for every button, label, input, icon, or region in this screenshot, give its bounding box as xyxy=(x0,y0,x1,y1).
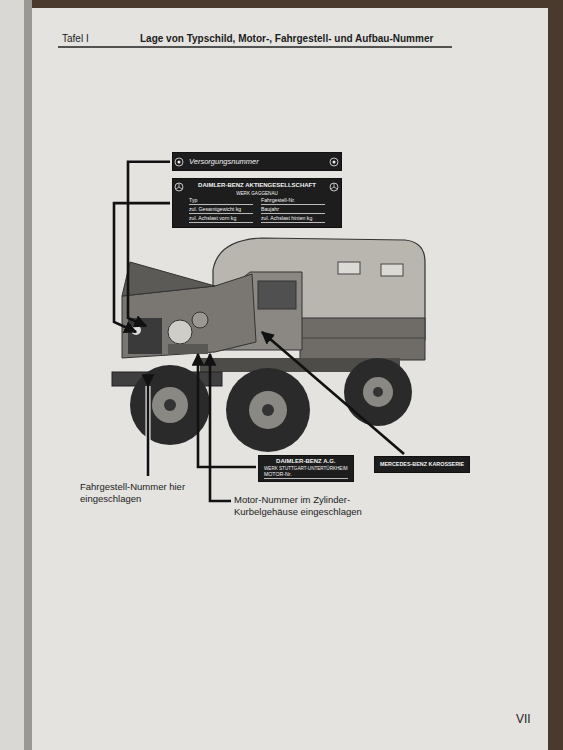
rivet-symbol xyxy=(174,157,184,167)
number-plate: Versorgungsnummer xyxy=(172,152,342,171)
star-symbol xyxy=(174,182,184,192)
callout-text: Fahrgestell-Nummer hier eingeschlagen xyxy=(80,481,200,506)
leader-line xyxy=(210,354,231,501)
leader-halo xyxy=(146,386,151,476)
leader-line xyxy=(114,203,170,332)
plate-text: MERCEDES-BENZ KAROSSERIE xyxy=(380,461,464,468)
symbol-star xyxy=(176,184,182,190)
plate-text: Fahrgestell-Nr. xyxy=(261,197,325,205)
number-plate: DAIMLER-BENZ A.G.WERK STUTTGART-UNTERTÜR… xyxy=(258,455,354,482)
plate-text: zul. Gesamtgewicht kg xyxy=(189,206,253,214)
rivet-symbol xyxy=(329,157,339,167)
plate-text: MOTOR-Nr. xyxy=(264,471,348,479)
symbol-ring xyxy=(175,183,183,191)
plate-text: DAIMLER-BENZ AKTIENGESELLSCHAFT xyxy=(189,182,325,190)
leader-line xyxy=(262,332,404,454)
leader-line xyxy=(128,162,170,326)
plate-text: Versorgungsnummer xyxy=(189,157,325,166)
symbol-star xyxy=(331,184,337,190)
plate-text: zul. Achslast hinten kg xyxy=(261,215,325,223)
symbol-ring xyxy=(175,158,183,166)
page-number: VII xyxy=(516,712,531,728)
plate-text: WERK GAGGENAU xyxy=(189,191,325,197)
header-rule xyxy=(58,46,452,48)
plate-text: Typ xyxy=(189,197,253,205)
symbol-ring xyxy=(330,183,338,191)
star-symbol xyxy=(329,182,339,192)
callout-text: Motor-Nummer im Zylinder-Kurbelgehäuse e… xyxy=(234,494,384,519)
plate-text: DAIMLER-BENZ A.G. xyxy=(264,458,348,466)
leader-lines xyxy=(148,354,256,501)
paper-page xyxy=(32,8,548,750)
number-plate: DAIMLER-BENZ AKTIENGESELLSCHAFTWERK GAGG… xyxy=(172,178,342,228)
symbol-ring xyxy=(330,158,338,166)
symbol-dot xyxy=(178,160,181,163)
truck-drawing xyxy=(112,238,425,452)
leader-line xyxy=(198,354,256,467)
plate-text: Baujahr xyxy=(261,206,325,214)
binding-shadow xyxy=(24,0,32,750)
plate-number: Tafel I xyxy=(62,32,89,45)
number-plate: MERCEDES-BENZ KAROSSERIE xyxy=(374,456,470,473)
symbol-dot xyxy=(333,160,336,163)
page-title: Lage von Typschild, Motor-, Fahrgestell-… xyxy=(140,32,433,45)
leader-line xyxy=(147,386,150,476)
plate-text: zul. Achslast vorn kg xyxy=(189,215,253,223)
